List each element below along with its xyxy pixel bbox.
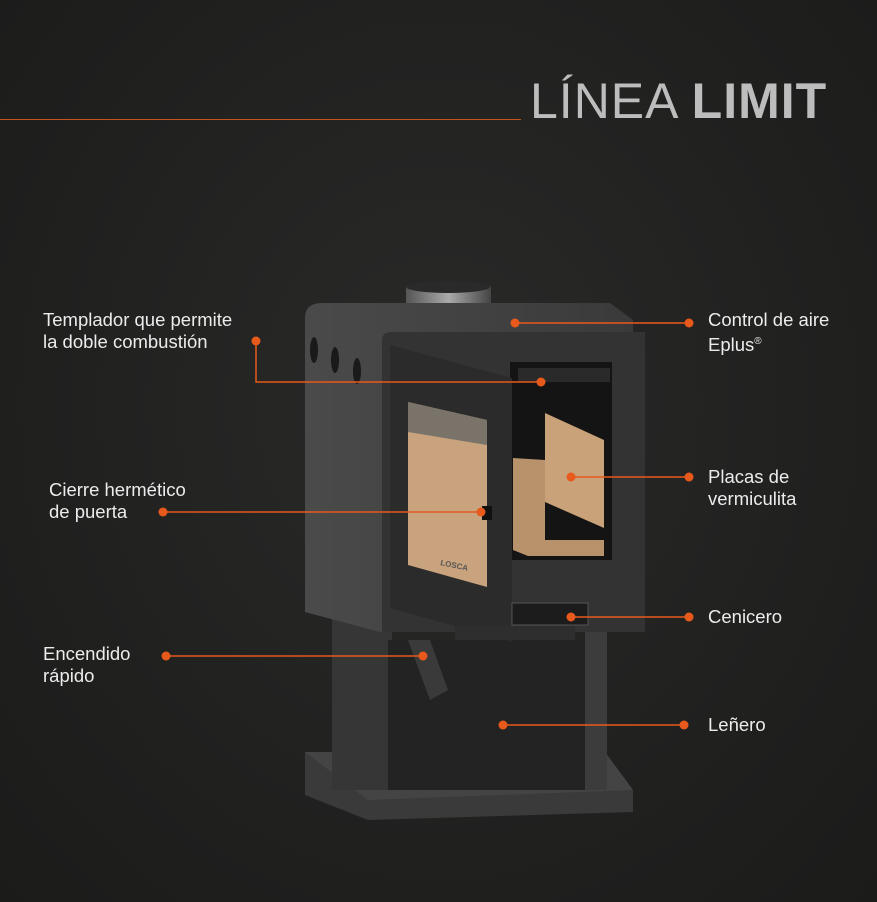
callout-dot (536, 377, 546, 387)
side-vent (310, 337, 318, 363)
stove-leg-left (332, 615, 392, 790)
ash-drawer (511, 602, 589, 626)
callout-dot (158, 507, 168, 517)
side-vent (331, 347, 339, 373)
callout-cenicero: Cenicero (708, 606, 783, 627)
callout-dot (418, 651, 428, 661)
vermiculite-plate (545, 413, 604, 528)
callout-dot (684, 612, 694, 622)
callout-dot (566, 472, 576, 482)
callout-dot (684, 318, 694, 328)
callout-dot (566, 612, 576, 622)
callout-lenero: Leñero (708, 714, 766, 735)
callout-dot (498, 720, 508, 730)
callout-line-templador (255, 341, 541, 383)
quick-start-lever (408, 640, 448, 700)
door-handle (482, 506, 492, 520)
callout-dot (679, 720, 689, 730)
title-divider (0, 119, 521, 120)
door-glass (408, 402, 487, 587)
callout-dot (251, 336, 261, 346)
callout-dot (161, 651, 171, 661)
callout-dot (476, 507, 486, 517)
callout-dot (510, 318, 520, 328)
page-title: LÍNEA LIMIT (530, 73, 828, 129)
callout-dot (684, 472, 694, 482)
side-vent (353, 358, 361, 384)
